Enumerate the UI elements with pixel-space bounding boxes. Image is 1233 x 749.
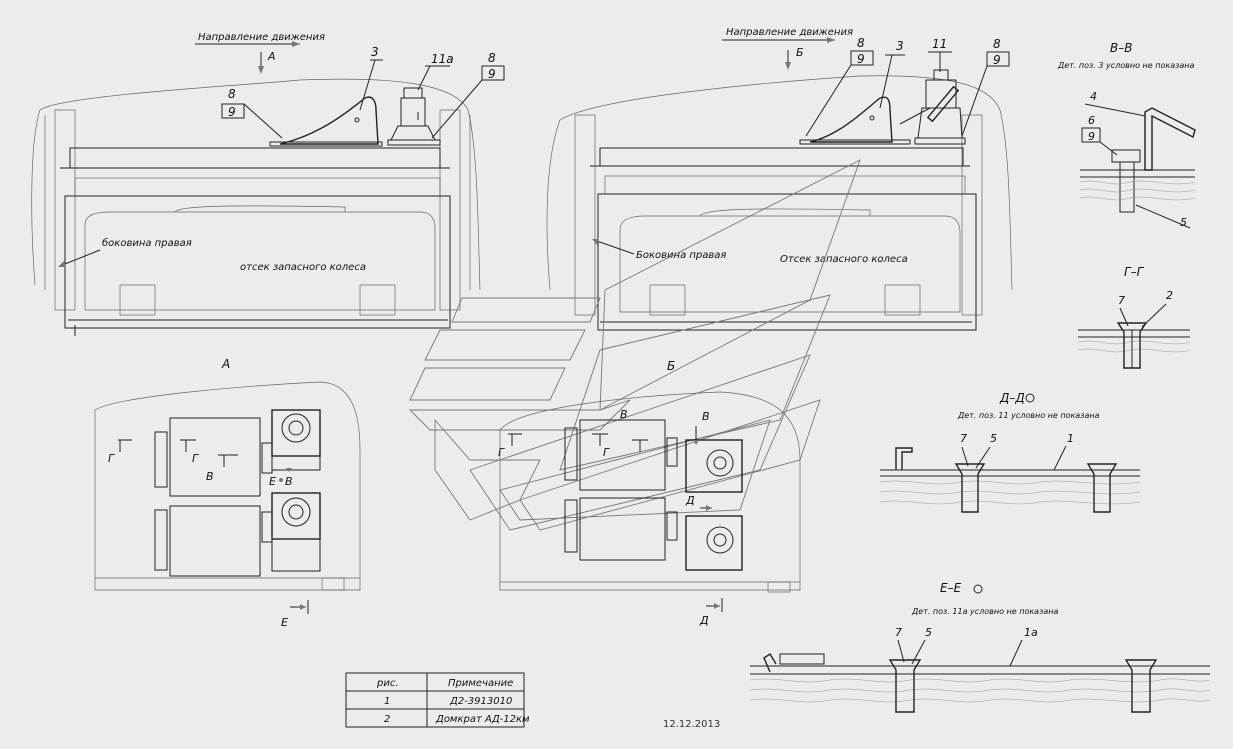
svg-text:Дет. поз. 11 условно не показа: Дет. поз. 11 условно не показана — [957, 411, 1100, 420]
svg-text:7: 7 — [1118, 294, 1125, 307]
svg-text:В: В — [206, 470, 214, 483]
svg-text:2: 2 — [1166, 289, 1173, 302]
svg-text:8: 8 — [488, 51, 496, 65]
svg-text:Г: Г — [498, 446, 505, 459]
compartment-label-left: отсек запасного колеса — [240, 262, 366, 273]
table-cell: 1 — [384, 696, 390, 707]
svg-text:7: 7 — [960, 432, 967, 445]
svg-text:8: 8 — [228, 87, 236, 101]
direction-label-right: Направление движения — [726, 27, 853, 38]
svg-text:Г: Г — [192, 452, 199, 465]
left-top-view: Направление движения А 3 11а — [31, 32, 505, 336]
svg-text:Е: Е — [269, 475, 276, 488]
svg-text:5: 5 — [925, 626, 932, 639]
svg-text:Е–Е: Е–Е — [940, 581, 962, 595]
svg-text:9: 9 — [857, 52, 865, 66]
svg-text:8: 8 — [993, 37, 1001, 51]
side-label-right: Боковина правая — [636, 250, 726, 261]
view-a: А Г Г В Е В Е — [94, 357, 361, 629]
svg-text:Дет. поз. 3 условно не показан: Дет. поз. 3 условно не показана — [1057, 61, 1194, 70]
svg-text:Дет. поз. 11а условно не показ: Дет. поз. 11а условно не показана — [911, 607, 1058, 616]
svg-text:Г: Г — [108, 452, 115, 465]
table-cell: Домкрат АД-12км — [435, 714, 530, 725]
svg-text:Г–Г: Г–Г — [1124, 265, 1145, 279]
svg-text:Д–Д: Д–Д — [999, 391, 1025, 405]
section-gg: Г–Г 7 2 — [1077, 265, 1191, 369]
svg-text:4: 4 — [1090, 90, 1097, 103]
table-cell: 2 — [384, 714, 390, 725]
svg-text:8: 8 — [857, 36, 865, 50]
svg-text:11а: 11а — [431, 52, 454, 66]
compartment-label-right: Отсек запасного колеса — [780, 254, 908, 265]
svg-text:3: 3 — [371, 45, 379, 59]
direction-label-left: Направление движения — [198, 32, 325, 43]
svg-text:9: 9 — [488, 67, 496, 81]
arrow-a-label: А — [267, 50, 276, 63]
side-label-left: боковина правая — [102, 237, 192, 249]
view-b: Б Г Г В В Д Д — [498, 359, 801, 627]
svg-text:А: А — [221, 357, 230, 371]
table-cell: Д2-3913010 — [449, 696, 512, 707]
perspective-overlay — [408, 159, 861, 531]
arrow-b-label: Б — [796, 46, 804, 59]
svg-text:6: 6 — [1088, 114, 1095, 127]
section-ee: Е–Е Дет. поз. 11а условно не показана 7 … — [749, 581, 1211, 713]
svg-text:5: 5 — [1180, 216, 1187, 229]
svg-text:В: В — [620, 408, 628, 421]
section-dd: Д–Д Дет. поз. 11 условно не показана 7 5… — [879, 391, 1141, 513]
svg-text:Е: Е — [281, 616, 288, 629]
svg-text:Д: Д — [699, 614, 709, 627]
section-vv: В–В Дет. поз. 3 условно не показана 4 6 … — [1057, 41, 1196, 229]
svg-text:9: 9 — [993, 53, 1001, 67]
date-stamp: 12.12.2013 — [663, 719, 720, 730]
svg-text:Г: Г — [603, 446, 610, 459]
table-header-fig: рис. — [376, 678, 399, 689]
svg-text:Д: Д — [685, 494, 695, 507]
svg-text:Б: Б — [667, 359, 675, 373]
svg-text:В–В: В–В — [1110, 41, 1132, 55]
svg-text:В: В — [702, 410, 710, 423]
svg-text:3: 3 — [896, 39, 904, 53]
right-top-view: Направление движения Б 3 11 8 — [546, 27, 1013, 331]
svg-text:5: 5 — [990, 432, 997, 445]
svg-text:7: 7 — [895, 626, 902, 639]
notes-table: рис. Примечание 1 Д2-3913010 2 Домкрат А… — [345, 672, 530, 728]
table-header-note: Примечание — [448, 678, 513, 689]
svg-text:1: 1 — [1067, 432, 1074, 445]
svg-text:1а: 1а — [1024, 626, 1038, 639]
svg-text:В: В — [285, 475, 293, 488]
svg-text:9: 9 — [228, 105, 236, 119]
svg-text:9: 9 — [1088, 130, 1095, 143]
svg-text:11: 11 — [932, 37, 947, 51]
